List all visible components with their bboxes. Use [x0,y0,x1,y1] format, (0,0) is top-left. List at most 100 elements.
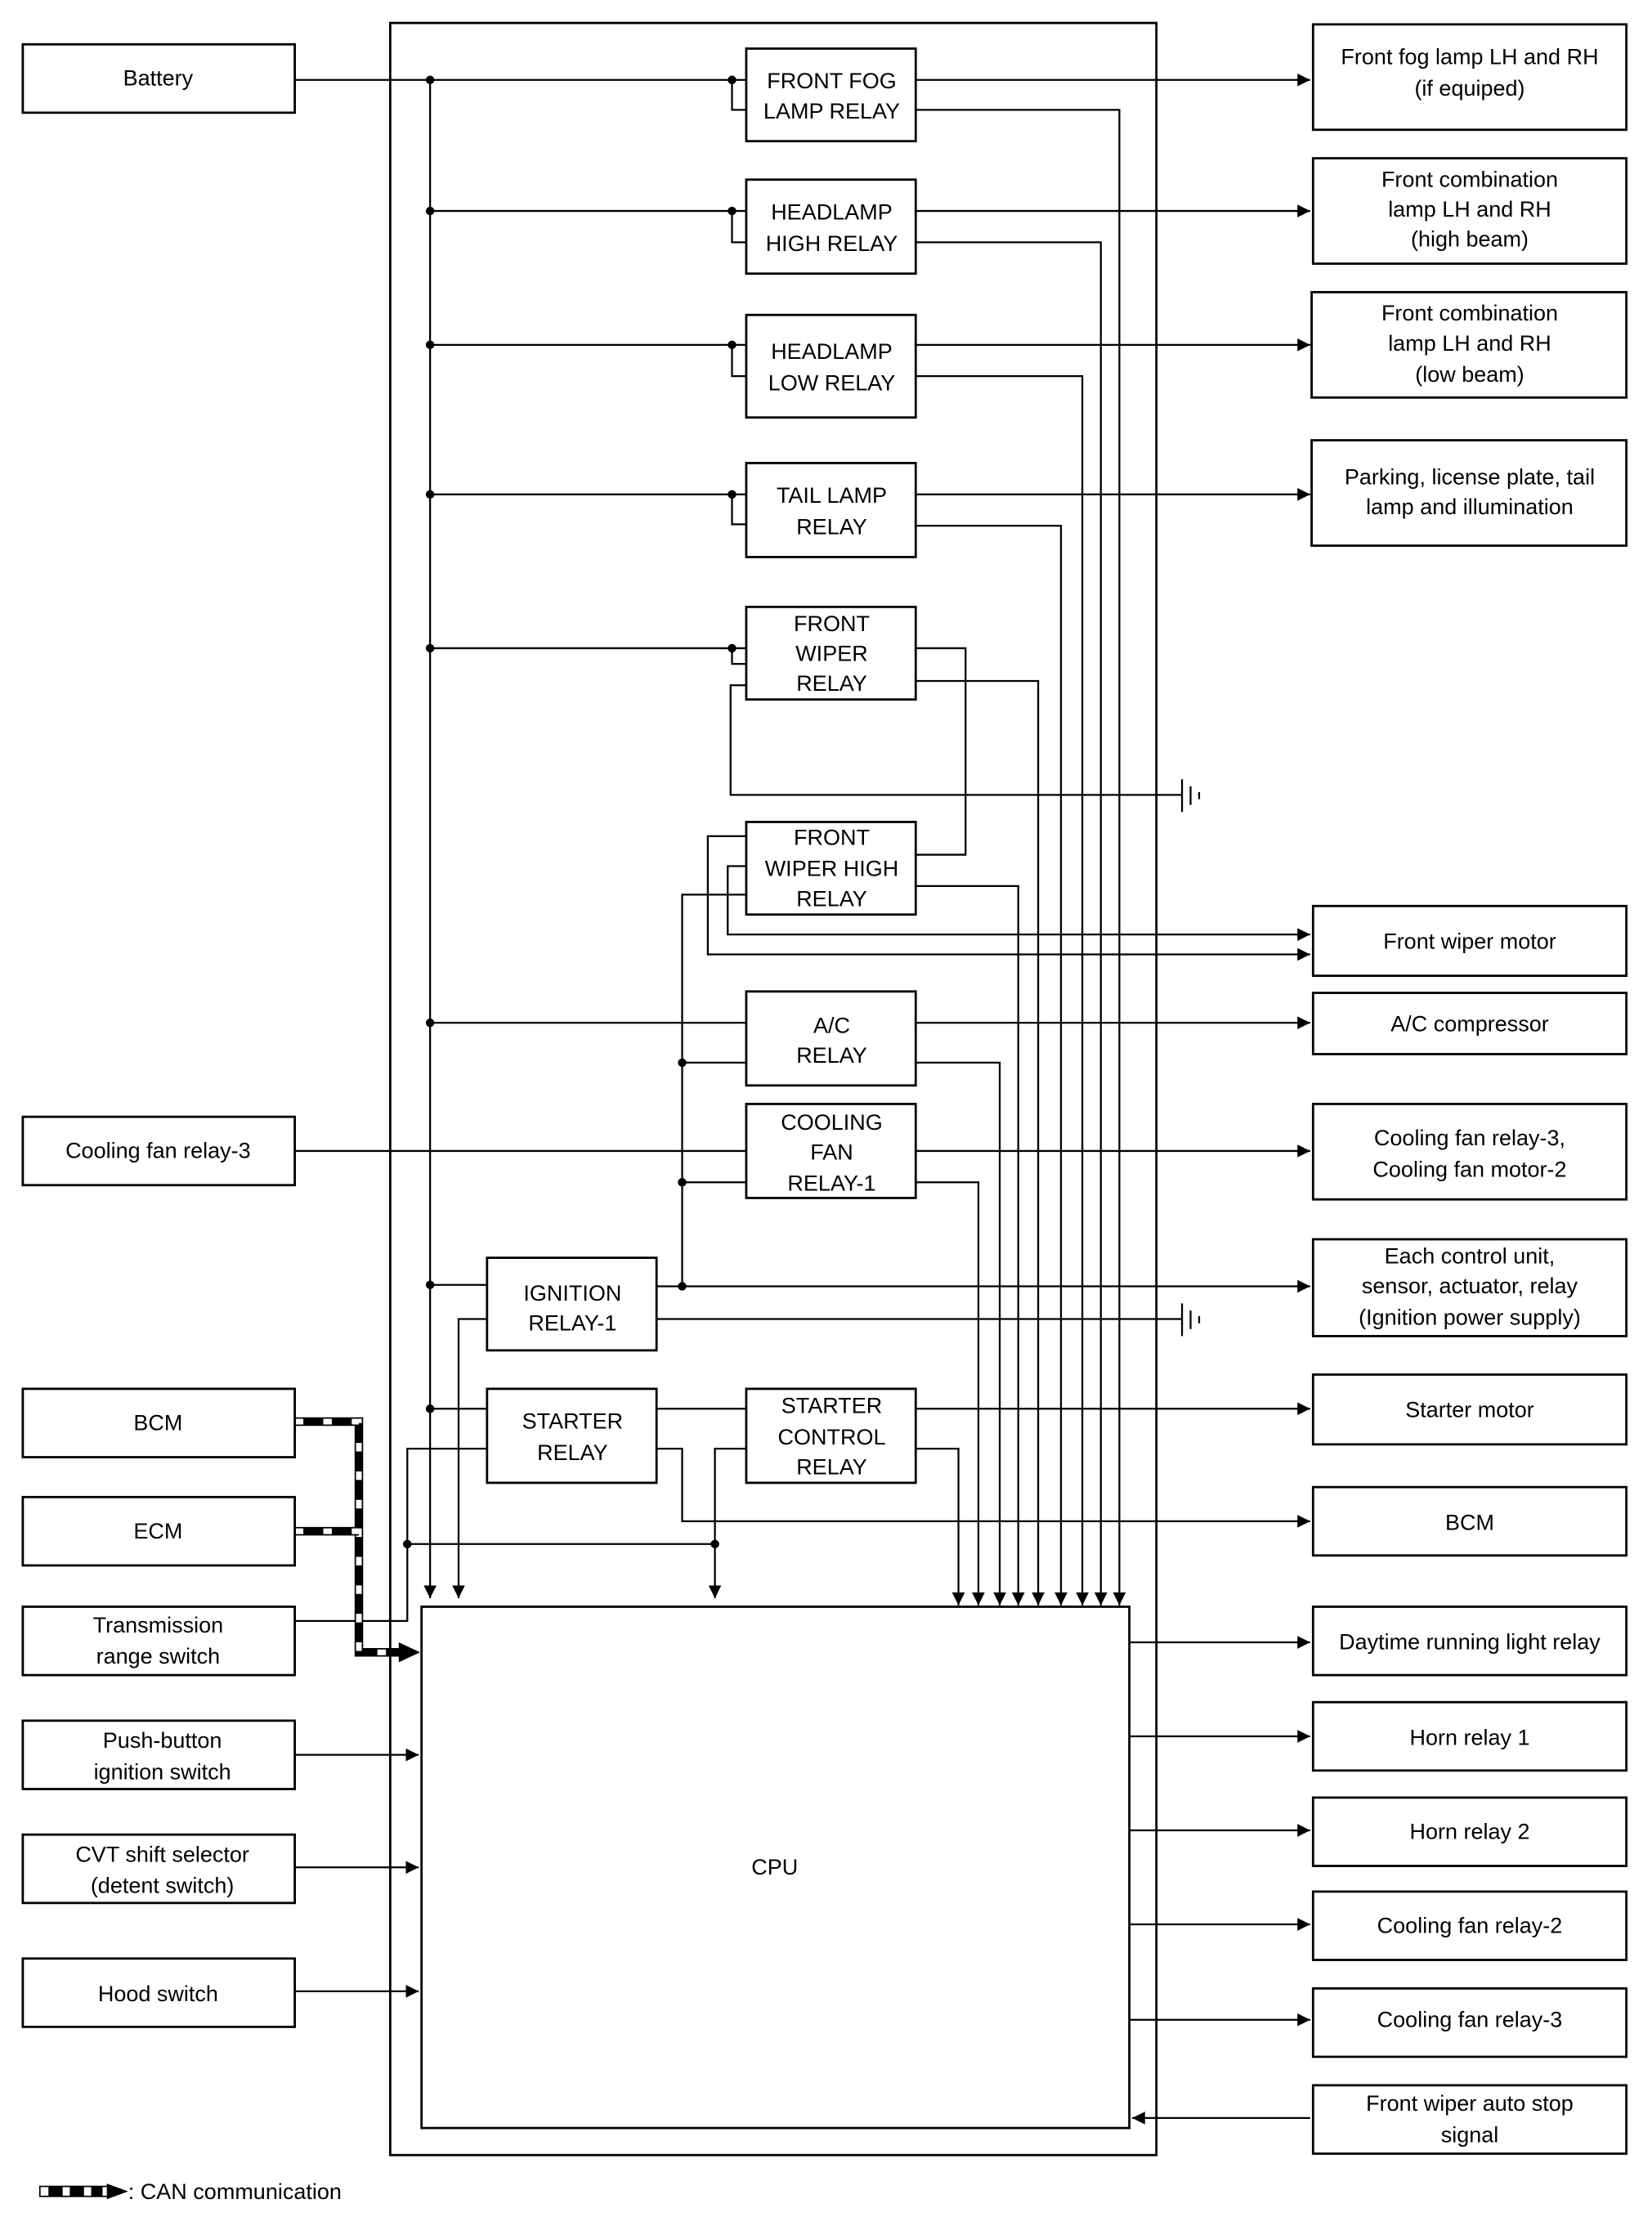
output-label: lamp LH and RH [1388,331,1551,356]
relay-ac: A/C RELAY [745,990,917,1087]
output-front-fog-lamp: Front fog lamp LH and RH (if equiped) [1311,23,1628,132]
can-bus-line [294,1417,420,1663]
relay-label: RELAY [537,1440,608,1465]
relay-label: FRONT FOG [767,69,897,93]
relay-label: CONTROL [777,1425,885,1449]
trs-label-2: range switch [96,1644,221,1668]
input-cooling-fan-relay-3: Cooling fan relay-3 [21,1115,297,1187]
output-label: Cooling fan motor-2 [1372,1157,1566,1181]
relay-label: COOLING [781,1110,883,1135]
output-ac-compressor: A/C compressor [1311,992,1628,1055]
input-ecm: ECM [21,1495,297,1567]
legend-label: : CAN communication [128,2179,342,2204]
input-cvt-shift-selector: CVT shift selector (detent switch) [21,1833,297,1905]
output-label: Daytime running light relay [1339,1630,1601,1655]
relay-front-wiper: FRONT WIPER RELAY [745,606,917,701]
output-front-wiper-motor: Front wiper motor [1311,904,1628,978]
output-each-control-unit: Each control unit, sensor, actuator, rel… [1311,1238,1628,1337]
relay-label: STARTER [781,1394,883,1418]
relay-cooling-fan-1: COOLING FAN RELAY-1 [745,1103,917,1199]
relay-label: IGNITION [523,1281,621,1306]
output-label: A/C compressor [1390,1012,1549,1037]
output-horn-relay-2: Horn relay 2 [1311,1796,1628,1867]
battery-label: Battery [123,66,194,91]
output-front-combination-high: Front combination lamp LH and RH (high b… [1311,157,1628,265]
output-label: Front wiper motor [1383,929,1556,954]
relay-ignition-1: IGNITION RELAY-1 [486,1256,658,1352]
output-starter-motor: Starter motor [1311,1373,1628,1446]
bcm-label: BCM [133,1410,182,1435]
cpu-block: CPU [420,1606,1130,2130]
output-label: (high beam) [1411,227,1529,252]
output-parking-lamps: Parking, license plate, tail lamp and il… [1310,439,1628,547]
output-label: Cooling fan relay-2 [1377,1913,1563,1937]
relay-starter: STARTER RELAY [486,1387,658,1485]
legend-can-communication: : CAN communication [38,2179,342,2204]
junction-dots [403,75,736,1549]
output-label: Front wiper auto stop [1366,2091,1574,2116]
output-cooling-fan: Cooling fan relay-3, Cooling fan motor-2 [1311,1103,1628,1201]
output-label: Starter motor [1405,1398,1534,1422]
output-label: (Ignition power supply) [1359,1305,1581,1329]
relay-label: LOW RELAY [768,371,896,396]
output-label: lamp and illumination [1366,495,1574,519]
relay-label: HIGH RELAY [766,231,898,256]
input-front-wiper-auto-stop: Front wiper auto stop signal [1311,2084,1628,2155]
output-cooling-fan-relay-2: Cooling fan relay-2 [1311,1890,1628,1961]
relay-label: WIPER [795,642,868,666]
relay-front-fog-lamp: FRONT FOG LAMP RELAY [745,47,917,143]
pbis-label-2: ignition switch [94,1759,231,1784]
output-label: Cooling fan relay-3, [1374,1126,1565,1150]
cooling-fan-relay-3-label: Cooling fan relay-3 [65,1139,251,1163]
output-horn-relay-1: Horn relay 1 [1311,1700,1628,1772]
relay-label: FRONT [794,825,870,849]
output-label: Front fog lamp LH and RH [1341,45,1598,69]
input-hood-switch: Hood switch [21,1957,297,2028]
relay-label: HEADLAMP [771,339,893,364]
relay-label: LAMP RELAY [763,99,900,123]
relay-label: RELAY [796,1043,867,1068]
hood-switch-label: Hood switch [98,1982,218,2006]
output-label: (low beam) [1415,362,1524,387]
output-label: lamp LH and RH [1388,197,1551,222]
relay-headlamp-high: HEADLAMP HIGH RELAY [745,178,917,275]
output-drl-relay: Daytime running light relay [1311,1606,1628,1677]
output-label: signal [1441,2123,1499,2148]
output-label: (if equiped) [1414,76,1524,101]
cvt-label-1: CVT shift selector [75,1842,249,1866]
output-label: Horn relay 2 [1409,1819,1529,1843]
relay-label: STARTER [522,1409,624,1434]
output-label: Cooling fan relay-3 [1377,2007,1563,2031]
relay-label: RELAY [796,1454,867,1479]
relay-label: RELAY [796,671,867,696]
input-transmission-range-switch: Transmission range switch [21,1606,297,1677]
output-label: Front combination [1381,301,1558,325]
relay-label: RELAY [796,515,867,540]
relay-tail-lamp: TAIL LAMP RELAY [745,462,917,558]
relay-starter-control: STARTER CONTROL RELAY [745,1387,917,1485]
relay-label: RELAY [796,886,867,911]
output-front-combination-low: Front combination lamp LH and RH (low be… [1310,290,1628,399]
ecm-label: ECM [133,1519,182,1543]
output-label: Front combination [1381,167,1558,191]
output-label: BCM [1445,1510,1494,1534]
input-bcm: BCM [21,1387,297,1458]
relay-label: RELAY-1 [528,1310,616,1335]
relay-front-wiper-high: FRONT WIPER HIGH RELAY [745,821,917,916]
output-cooling-fan-relay-3: Cooling fan relay-3 [1311,1986,1628,2058]
input-battery: Battery [21,43,297,114]
relay-label: FAN [810,1140,853,1164]
relay-headlamp-low: HEADLAMP LOW RELAY [745,313,917,419]
relay-label: RELAY-1 [787,1171,875,1196]
relay-label: WIPER HIGH [765,857,899,881]
wiring [294,73,1310,2125]
output-label: sensor, actuator, relay [1362,1274,1578,1298]
can-arrow-icon [106,2183,128,2200]
output-bcm: BCM [1311,1485,1628,1557]
relay-label: HEADLAMP [771,200,893,225]
cvt-label-2: (detent switch) [91,1874,235,1898]
trs-label-1: Transmission [93,1613,224,1637]
output-label: Parking, license plate, tail [1345,465,1595,490]
input-push-button-ignition-switch: Push-button ignition switch [21,1719,297,1790]
